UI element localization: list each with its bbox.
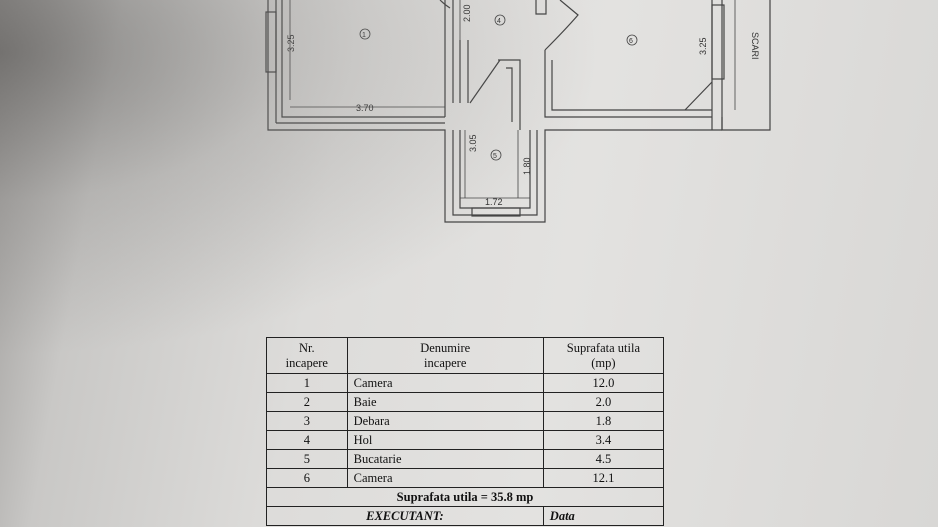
table-row: 5 Bucatarie 4.5 [266,449,665,469]
row-nr: 6 [266,468,348,488]
row-nr: 3 [266,411,348,431]
row-name: Bucatarie [346,449,544,469]
row-area: 12.1 [542,468,665,488]
header-nr-text: Nr. incapere [285,340,328,370]
table-row: 2 Baie 2.0 [266,392,665,412]
total-row: Suprafata utila = 35.8 mp [266,487,664,507]
row-area: 1.8 [542,411,665,431]
row-nr: 5 [266,449,348,469]
table-row: 6 Camera 12.1 [266,468,665,488]
dimension-2-00: 2.00 [462,4,472,22]
room-area-table: Nr. incapere Denumire incapere Suprafata… [266,337,665,526]
dimension-3-25-right: 3.25 [698,37,708,55]
header-area-text: Suprafata utila (mp) [566,340,641,370]
row-name: Camera [346,468,544,488]
row-name: Debara [346,411,544,431]
row-nr: 1 [266,373,348,393]
row-area: 12.0 [542,373,665,393]
header-name: Denumire incapere [346,337,544,374]
room-number-4: 4 [497,18,501,25]
header-area: Suprafata utila (mp) [542,337,665,374]
table-row: 3 Debara 1.8 [266,411,665,431]
row-area: 4.5 [542,449,665,469]
executant-label: EXECUTANT: [266,506,544,526]
dimension-3-25-left: 3.25 [286,34,296,52]
total-area: Suprafata utila = 35.8 mp [266,487,664,507]
room-number-5: 5 [493,153,497,160]
row-name: Camera [346,373,544,393]
dimension-3-05: 3.05 [468,134,478,152]
dimension-1-80: 1.80 [522,157,532,175]
row-name: Hol [346,430,544,450]
table-row: 4 Hol 3.4 [266,430,665,450]
dimension-3-70: 3.70 [356,103,374,113]
dimension-1-72: 1.72 [485,197,503,207]
executant-row: EXECUTANT: Data [266,506,665,526]
table-row: 1 Camera 12.0 [266,373,665,393]
row-area: 3.4 [542,430,665,450]
room-number-1: 1 [362,32,366,39]
row-nr: 2 [266,392,348,412]
date-label: Data [542,506,665,526]
table-header-row: Nr. incapere Denumire incapere Suprafata… [266,337,665,374]
header-nr: Nr. incapere [266,337,348,374]
row-name: Baie [346,392,544,412]
plan-outer-wall [267,0,722,223]
room-number-6: 6 [629,38,633,45]
row-nr: 4 [266,430,348,450]
stairs-label: SCARI [750,32,760,60]
header-name-text: Denumire incapere [420,340,471,370]
row-area: 2.0 [542,392,665,412]
